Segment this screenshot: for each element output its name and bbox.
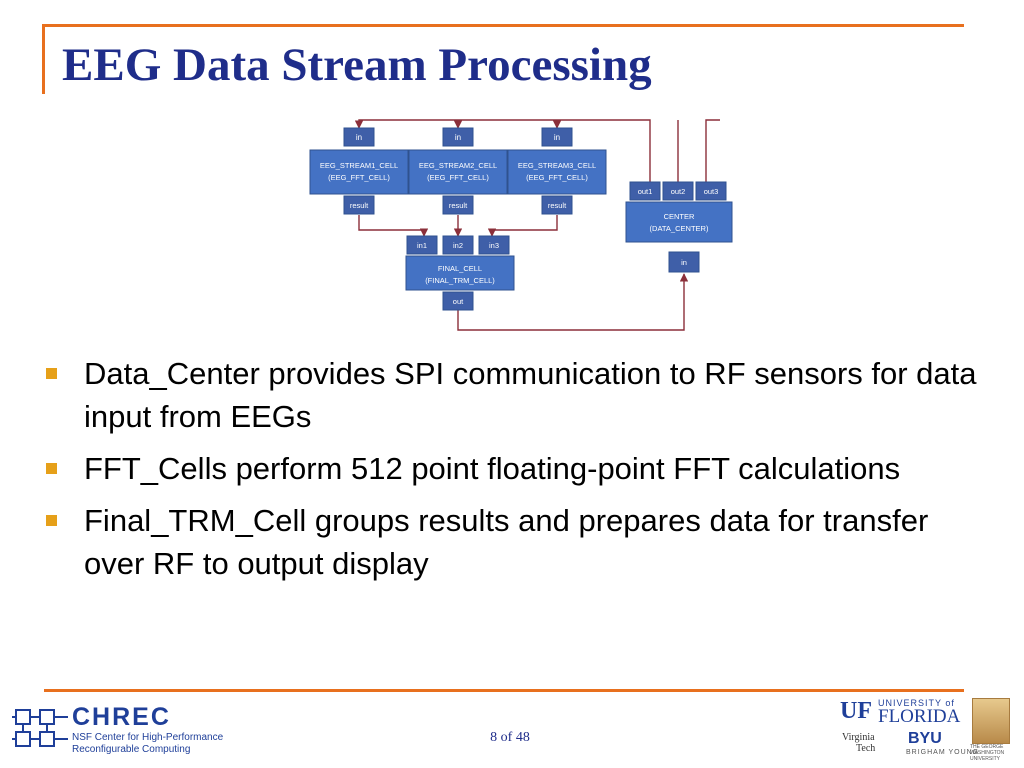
chrec-sub-line2: Reconfigurable Computing xyxy=(72,744,191,755)
final-in1-label: in1 xyxy=(417,241,427,250)
bullet-text: Final_TRM_Cell groups results and prepar… xyxy=(84,503,929,581)
bullet-square-icon xyxy=(46,515,57,526)
stream1-result-label: result xyxy=(350,201,369,210)
byu-subtitle: BRIGHAM YOUNG xyxy=(906,749,980,756)
stream2-name: EEG_STREAM2_CELL xyxy=(419,161,497,170)
stream-cell-2: in EEG_STREAM2_CELL (EEG_FFT_CELL) resul… xyxy=(408,127,508,215)
top-frame-line xyxy=(42,24,964,27)
bullet-list: Data_Center provides SPI communication t… xyxy=(46,352,986,594)
bullet-square-icon xyxy=(46,463,57,474)
gw-university-label: THE GEORGE WASHINGTON UNIVERSITY xyxy=(970,744,1005,762)
footer-line xyxy=(44,689,964,692)
uf-university-label: UNIVERSITY of xyxy=(878,698,955,708)
stream3-name: EEG_STREAM3_CELL xyxy=(518,161,596,170)
uf-florida-label: FLORIDA xyxy=(878,706,961,727)
center-out1-label: out1 xyxy=(638,187,653,196)
chrec-sub-line1: NSF Center for High-Performance xyxy=(72,732,224,743)
final-name: FINAL_CELL xyxy=(438,264,482,273)
center-out3-label: out3 xyxy=(704,187,719,196)
bullet-item: Data_Center provides SPI communication t… xyxy=(46,352,986,438)
left-frame-line xyxy=(42,24,45,94)
byu-logo: BYU xyxy=(908,730,942,747)
page-number: 8 of 48 xyxy=(490,730,530,745)
center-cell: out1 out2 out3 CENTER (DATA_CENTER) in xyxy=(625,181,733,273)
stream1-name: EEG_STREAM1_CELL xyxy=(320,161,398,170)
partner-logos: UF UNIVERSITY of FLORIDA Virginia Tech B… xyxy=(836,696,1016,764)
eeg-processing-diagram: in EEG_STREAM1_CELL (EEG_FFT_CELL) resul… xyxy=(309,119,733,331)
final-type: (FINAL_TRM_CELL) xyxy=(425,276,495,285)
vt-line2: Tech xyxy=(856,743,876,754)
stream3-type: (EEG_FFT_CELL) xyxy=(526,173,588,182)
bullet-item: Final_TRM_Cell groups results and prepar… xyxy=(46,499,986,585)
stream3-in-label: in xyxy=(554,133,560,142)
stream-cell-3: in EEG_STREAM3_CELL (EEG_FFT_CELL) resul… xyxy=(507,127,607,215)
bullet-text: Data_Center provides SPI communication t… xyxy=(84,356,977,434)
stream-cell-1: in EEG_STREAM1_CELL (EEG_FFT_CELL) resul… xyxy=(309,127,409,215)
center-type: (DATA_CENTER) xyxy=(650,224,709,233)
gw-portrait-icon xyxy=(972,698,1010,744)
stream2-result-label: result xyxy=(449,201,468,210)
slide-title: EEG Data Stream Processing xyxy=(62,39,652,91)
center-in-label: in xyxy=(681,258,687,267)
final-in2-label: in2 xyxy=(453,241,463,250)
final-out-label: out xyxy=(453,297,464,306)
center-name: CENTER xyxy=(664,212,695,221)
virginia-tech-logo: Virginia Tech xyxy=(842,732,875,754)
bullet-square-icon xyxy=(46,368,57,379)
chrec-name: CHREC xyxy=(72,703,171,731)
bullet-item: FFT_Cells perform 512 point floating-poi… xyxy=(46,447,986,490)
stream2-type: (EEG_FFT_CELL) xyxy=(427,173,489,182)
stream3-result-label: result xyxy=(548,201,567,210)
stream1-type: (EEG_FFT_CELL) xyxy=(328,173,390,182)
uf-logo-mark: UF xyxy=(840,698,872,724)
stream2-in-label: in xyxy=(455,133,461,142)
chrec-subtitle: NSF Center for High-Performance Reconfig… xyxy=(72,732,223,756)
final-cell: in1 in2 in3 FINAL_CELL (FINAL_TRM_CELL) … xyxy=(405,235,515,311)
center-out2-label: out2 xyxy=(671,187,686,196)
connection-lines xyxy=(354,119,720,331)
vt-line1: Virginia xyxy=(842,732,875,743)
final-in3-label: in3 xyxy=(489,241,499,250)
bullet-text: FFT_Cells perform 512 point floating-poi… xyxy=(84,451,901,486)
stream1-in-label: in xyxy=(356,133,362,142)
chrec-logo-icon xyxy=(12,709,68,747)
